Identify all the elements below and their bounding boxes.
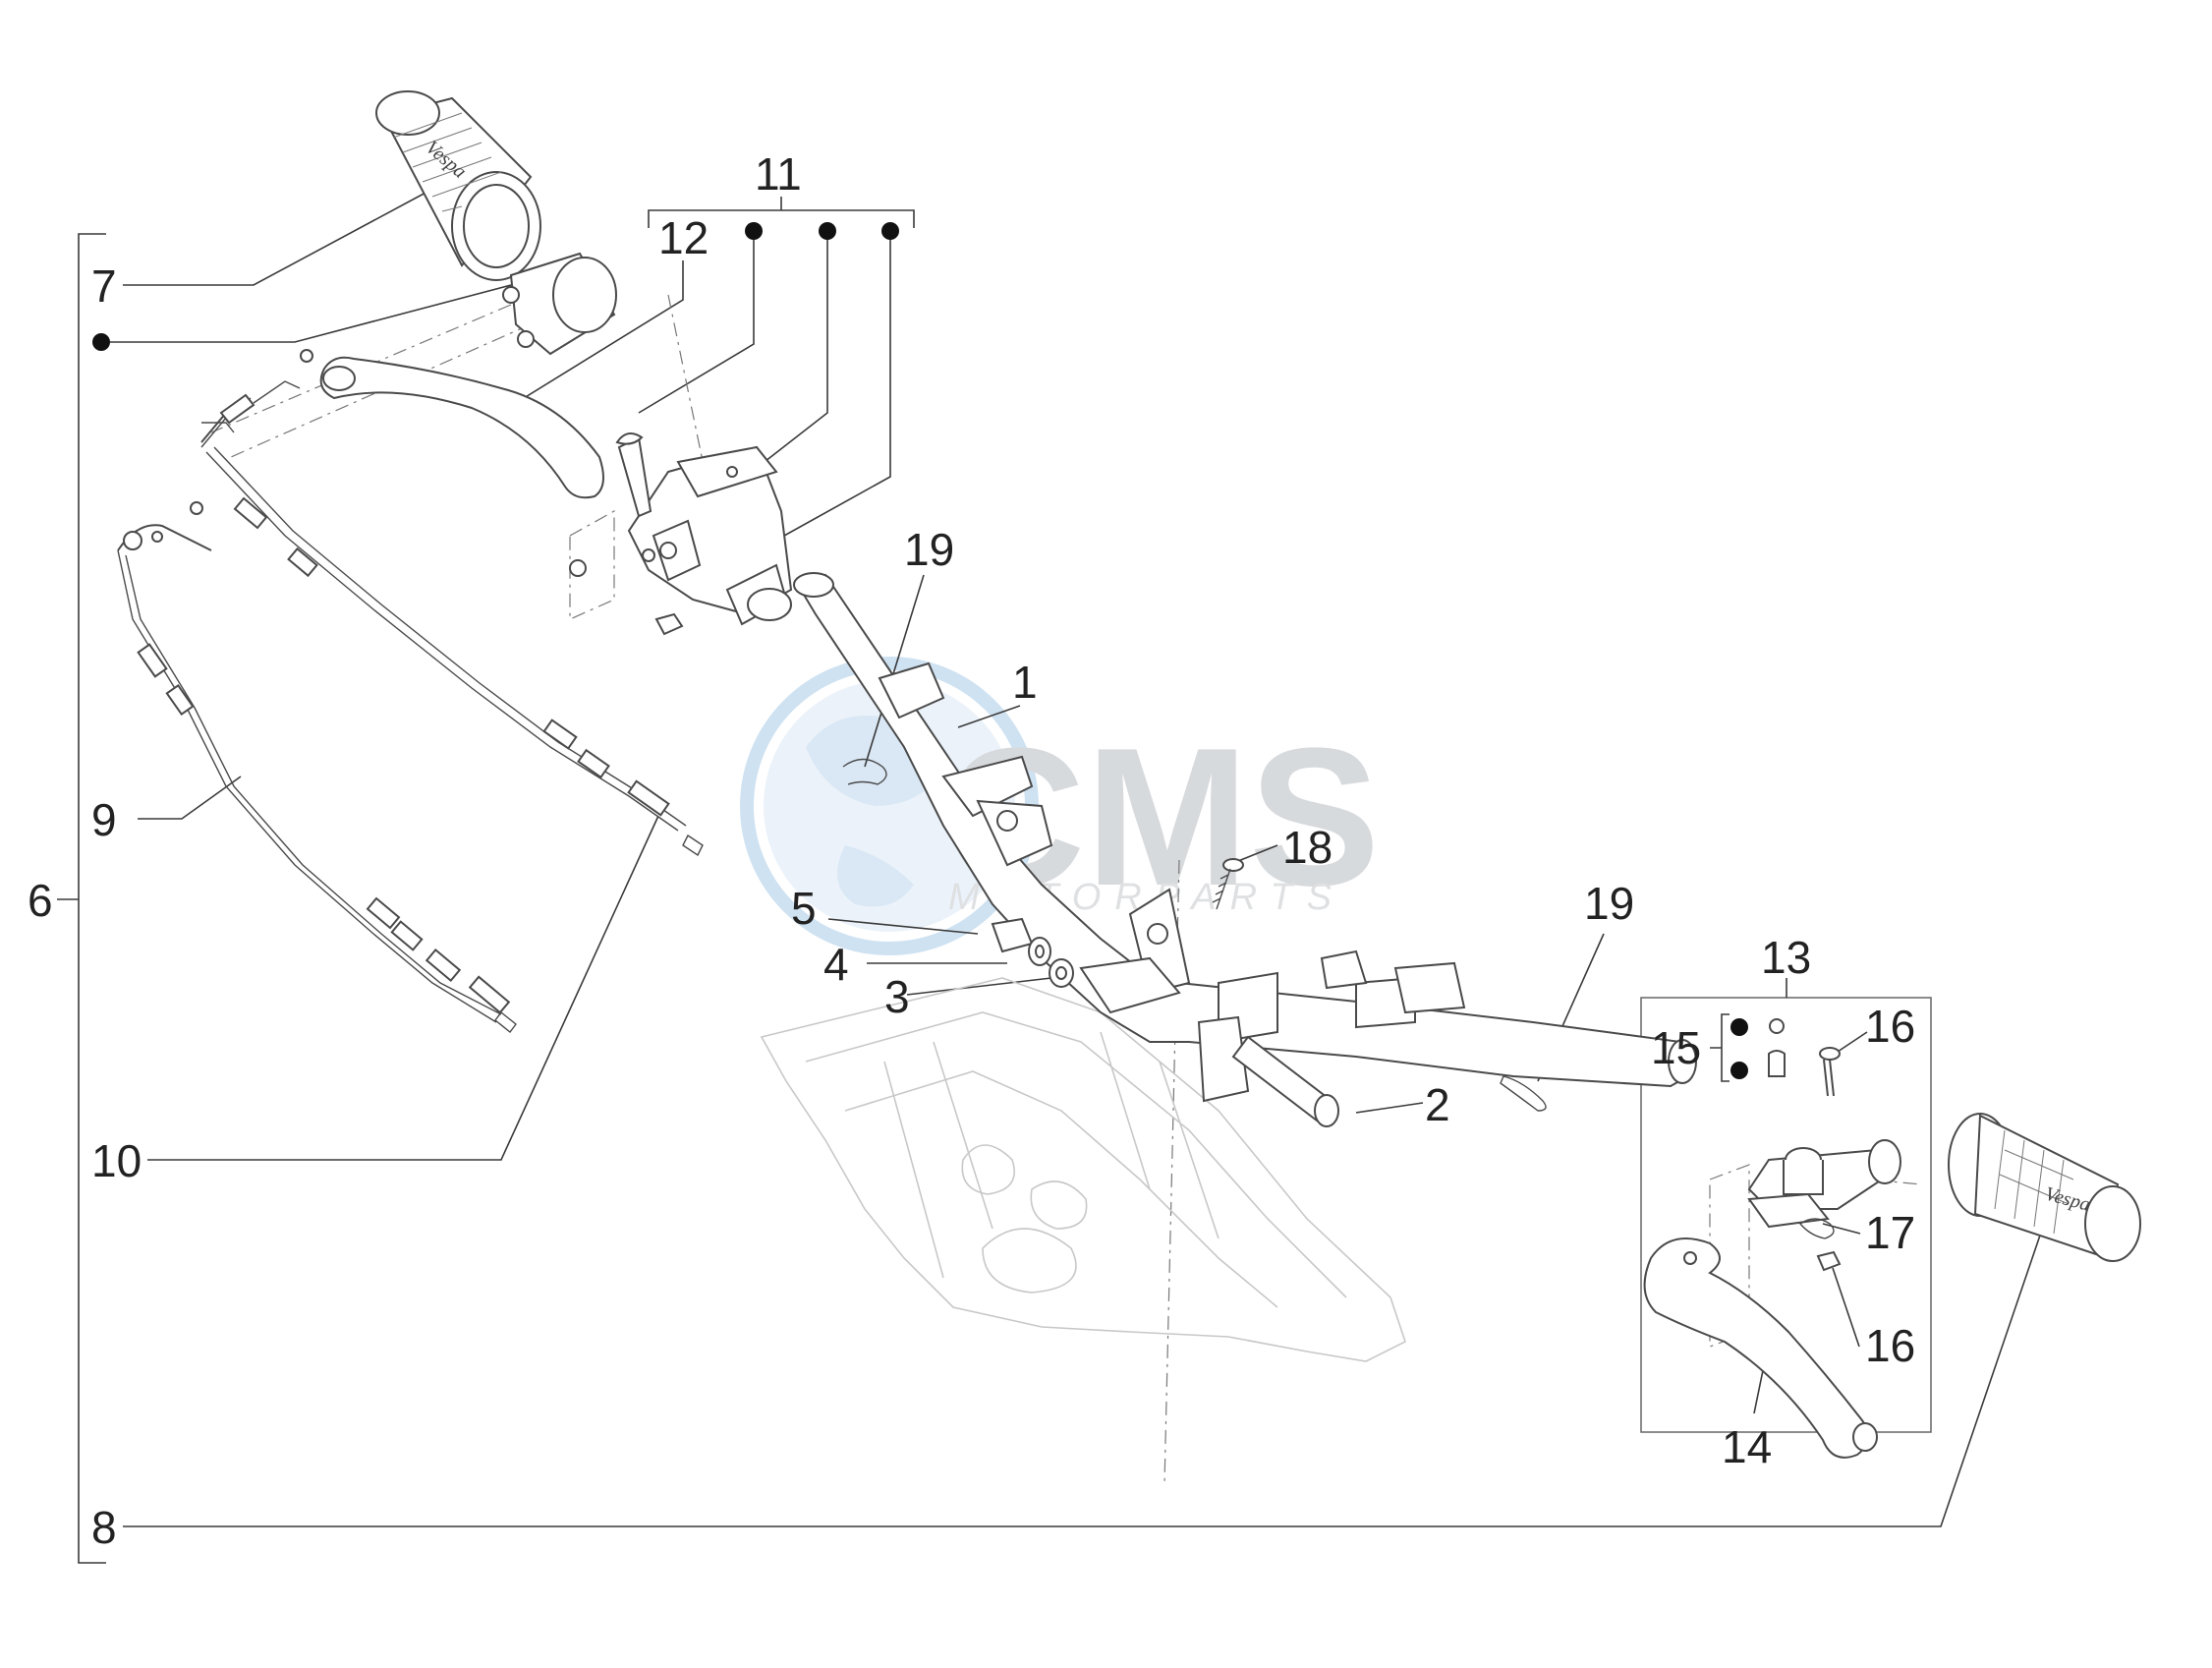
callout-15: 15 <box>1651 1022 1701 1073</box>
lever-left <box>319 356 604 577</box>
callout-12: 12 <box>658 212 709 263</box>
leader-3 <box>906 977 1052 996</box>
lever-right-assembly <box>1643 1018 1901 1459</box>
bullet-dot <box>92 333 110 351</box>
leader-8 <box>123 1223 2045 1527</box>
leader-17 <box>1822 1223 1861 1235</box>
callout-13: 13 <box>1761 932 1811 983</box>
grip-left-texture <box>392 112 502 212</box>
group-bracket-15 <box>1710 1013 1730 1082</box>
callout-11: 11 <box>755 148 802 200</box>
leader-11a <box>638 240 755 414</box>
callout-7: 7 <box>91 260 117 312</box>
callout-5: 5 <box>791 883 817 934</box>
callout-labels: 7 6 9 10 8 11 12 19 1 18 5 4 3 2 19 13 1… <box>28 148 1915 1553</box>
legshield-outline <box>760 977 1406 1362</box>
callout-19-left: 19 <box>904 524 954 575</box>
bullet-dot <box>1730 1062 1748 1079</box>
watermark-continents <box>806 716 943 907</box>
bullet-dot <box>819 222 836 240</box>
throttle-housing <box>502 252 617 356</box>
nut-washers <box>991 917 1074 988</box>
grip-right-texture <box>1994 1129 2074 1235</box>
leader-6-dot <box>110 284 512 343</box>
clip-19-left <box>842 758 887 785</box>
leader-9 <box>138 776 242 820</box>
callout-8: 8 <box>91 1502 117 1553</box>
callout-3: 3 <box>884 971 910 1022</box>
group-bracket-6 <box>57 233 106 1564</box>
callout-14: 14 <box>1722 1421 1772 1472</box>
leader-10 <box>147 815 659 1161</box>
leader-5 <box>827 918 979 935</box>
leader-2 <box>1355 1102 1424 1114</box>
clip-19-right <box>1500 1075 1547 1112</box>
grip-right: Vespa <box>1948 1113 2141 1262</box>
callout-4: 4 <box>823 939 849 990</box>
leader-16a <box>1837 1031 1868 1053</box>
callout-6: 6 <box>28 875 53 926</box>
leader-19a <box>864 574 925 768</box>
bullet-dots <box>92 222 1748 1079</box>
cable-10 <box>190 349 704 857</box>
callout-16-top: 16 <box>1865 1001 1915 1052</box>
handlebar-frame <box>793 572 1697 1103</box>
callout-19-right: 19 <box>1584 878 1634 929</box>
bullet-dot <box>745 222 763 240</box>
callout-2: 2 <box>1425 1079 1450 1130</box>
leader-1 <box>957 705 1021 728</box>
leader-16b <box>1832 1267 1860 1348</box>
bolt-2 <box>1231 1035 1339 1127</box>
callout-10: 10 <box>91 1135 142 1186</box>
leader-11c <box>766 240 891 546</box>
bullet-dot <box>881 222 899 240</box>
callout-17: 17 <box>1865 1207 1915 1258</box>
group-bracket-11 <box>648 197 915 228</box>
leader-12 <box>515 260 684 404</box>
cable-9 <box>117 422 517 1033</box>
callout-18: 18 <box>1282 822 1333 873</box>
leader-7 <box>123 191 428 286</box>
screw-18 <box>1212 858 1244 910</box>
callout-9: 9 <box>91 794 117 845</box>
bullet-dot <box>1730 1018 1748 1036</box>
callout-16-bottom: 16 <box>1865 1320 1915 1371</box>
master-cylinder <box>615 432 793 636</box>
leader-lines <box>110 191 2045 1527</box>
leader-11b <box>751 240 828 473</box>
callout-1: 1 <box>1012 657 1038 708</box>
grip-left: Vespa <box>375 90 541 281</box>
